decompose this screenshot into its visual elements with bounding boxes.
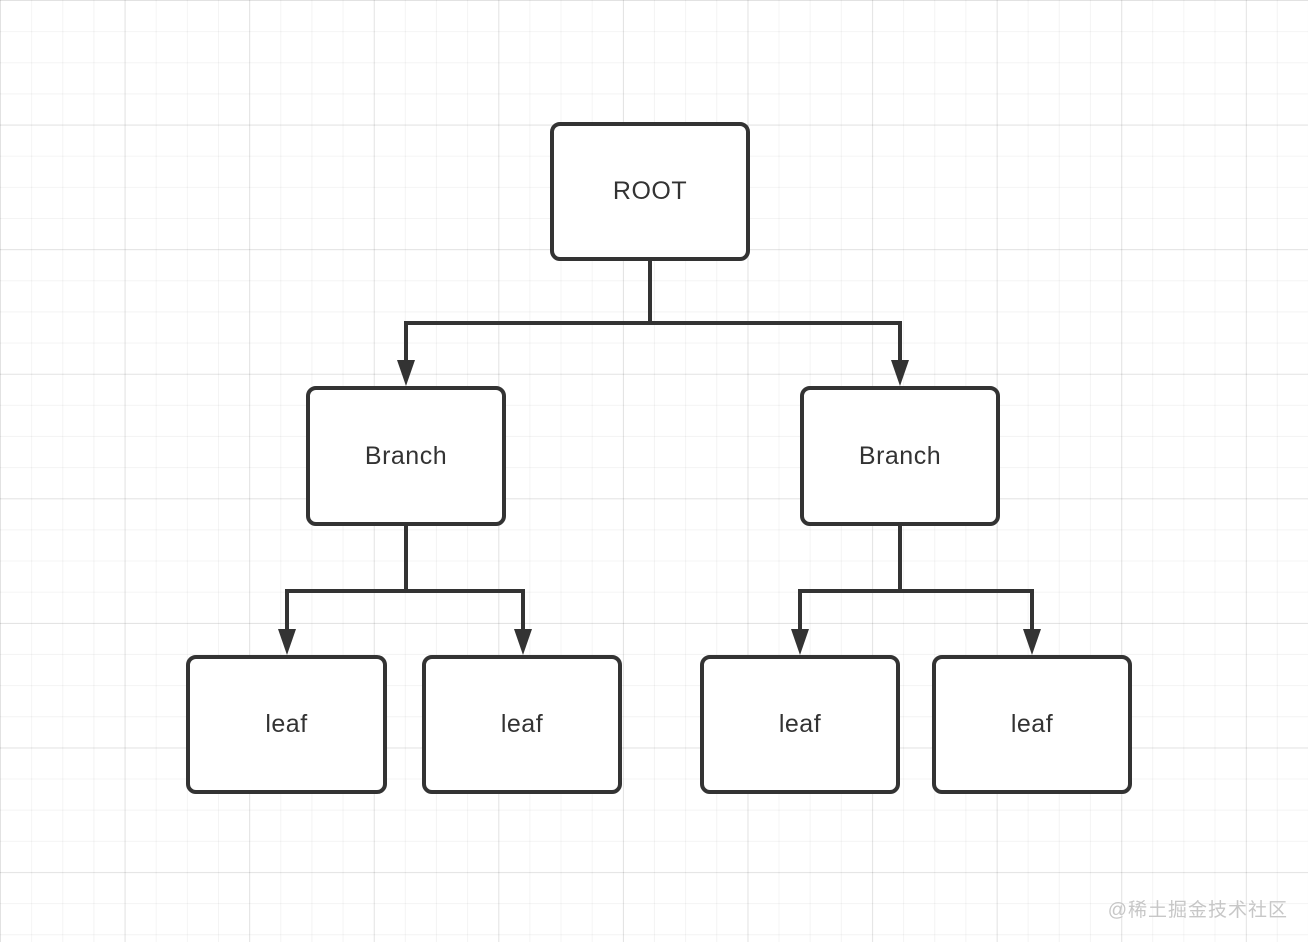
node-leaf-2-label: leaf (500, 710, 544, 738)
node-branch-left-label: Branch (364, 441, 448, 470)
arrowhead-leaf-2-icon (514, 629, 532, 655)
connector-root-to-branch-right (898, 321, 902, 363)
arrowhead-leaf-1-icon (278, 629, 296, 655)
arrowhead-leaf-3-icon (791, 629, 809, 655)
connector-branch-left-stem (404, 524, 408, 593)
node-branch-left: Branch (306, 386, 506, 526)
connector-branch-right-stem (898, 524, 902, 593)
connector-branch-right-to-leaf-4 (1030, 589, 1034, 632)
connector-branch-right-to-leaf-3 (798, 589, 802, 632)
connector-branch-right-crossbar (798, 589, 1034, 593)
connector-root-to-branch-left (404, 321, 408, 363)
node-root-label: ROOT (612, 177, 688, 205)
node-leaf-3-label: leaf (778, 710, 822, 738)
node-root: ROOT (550, 122, 750, 261)
arrowhead-branch-left-icon (397, 360, 415, 386)
node-branch-right: Branch (800, 386, 1000, 526)
node-branch-right-label: Branch (858, 441, 942, 470)
arrowhead-branch-right-icon (891, 360, 909, 386)
connector-branch-left-to-leaf-2 (521, 589, 525, 632)
connector-root-stem (648, 259, 652, 325)
node-leaf-2: leaf (422, 655, 622, 794)
connector-branch-left-to-leaf-1 (285, 589, 289, 632)
watermark: @稀土掘金技术社区 (1107, 900, 1288, 921)
node-leaf-1-label: leaf (265, 710, 308, 738)
node-leaf-3: leaf (700, 655, 900, 794)
arrowhead-leaf-4-icon (1023, 629, 1041, 655)
node-leaf-4: leaf (932, 655, 1132, 794)
node-leaf-4-label: leaf (1010, 710, 1054, 738)
connector-branch-left-crossbar (285, 589, 525, 593)
node-leaf-1: leaf (186, 655, 387, 794)
connector-root-crossbar (404, 321, 902, 325)
